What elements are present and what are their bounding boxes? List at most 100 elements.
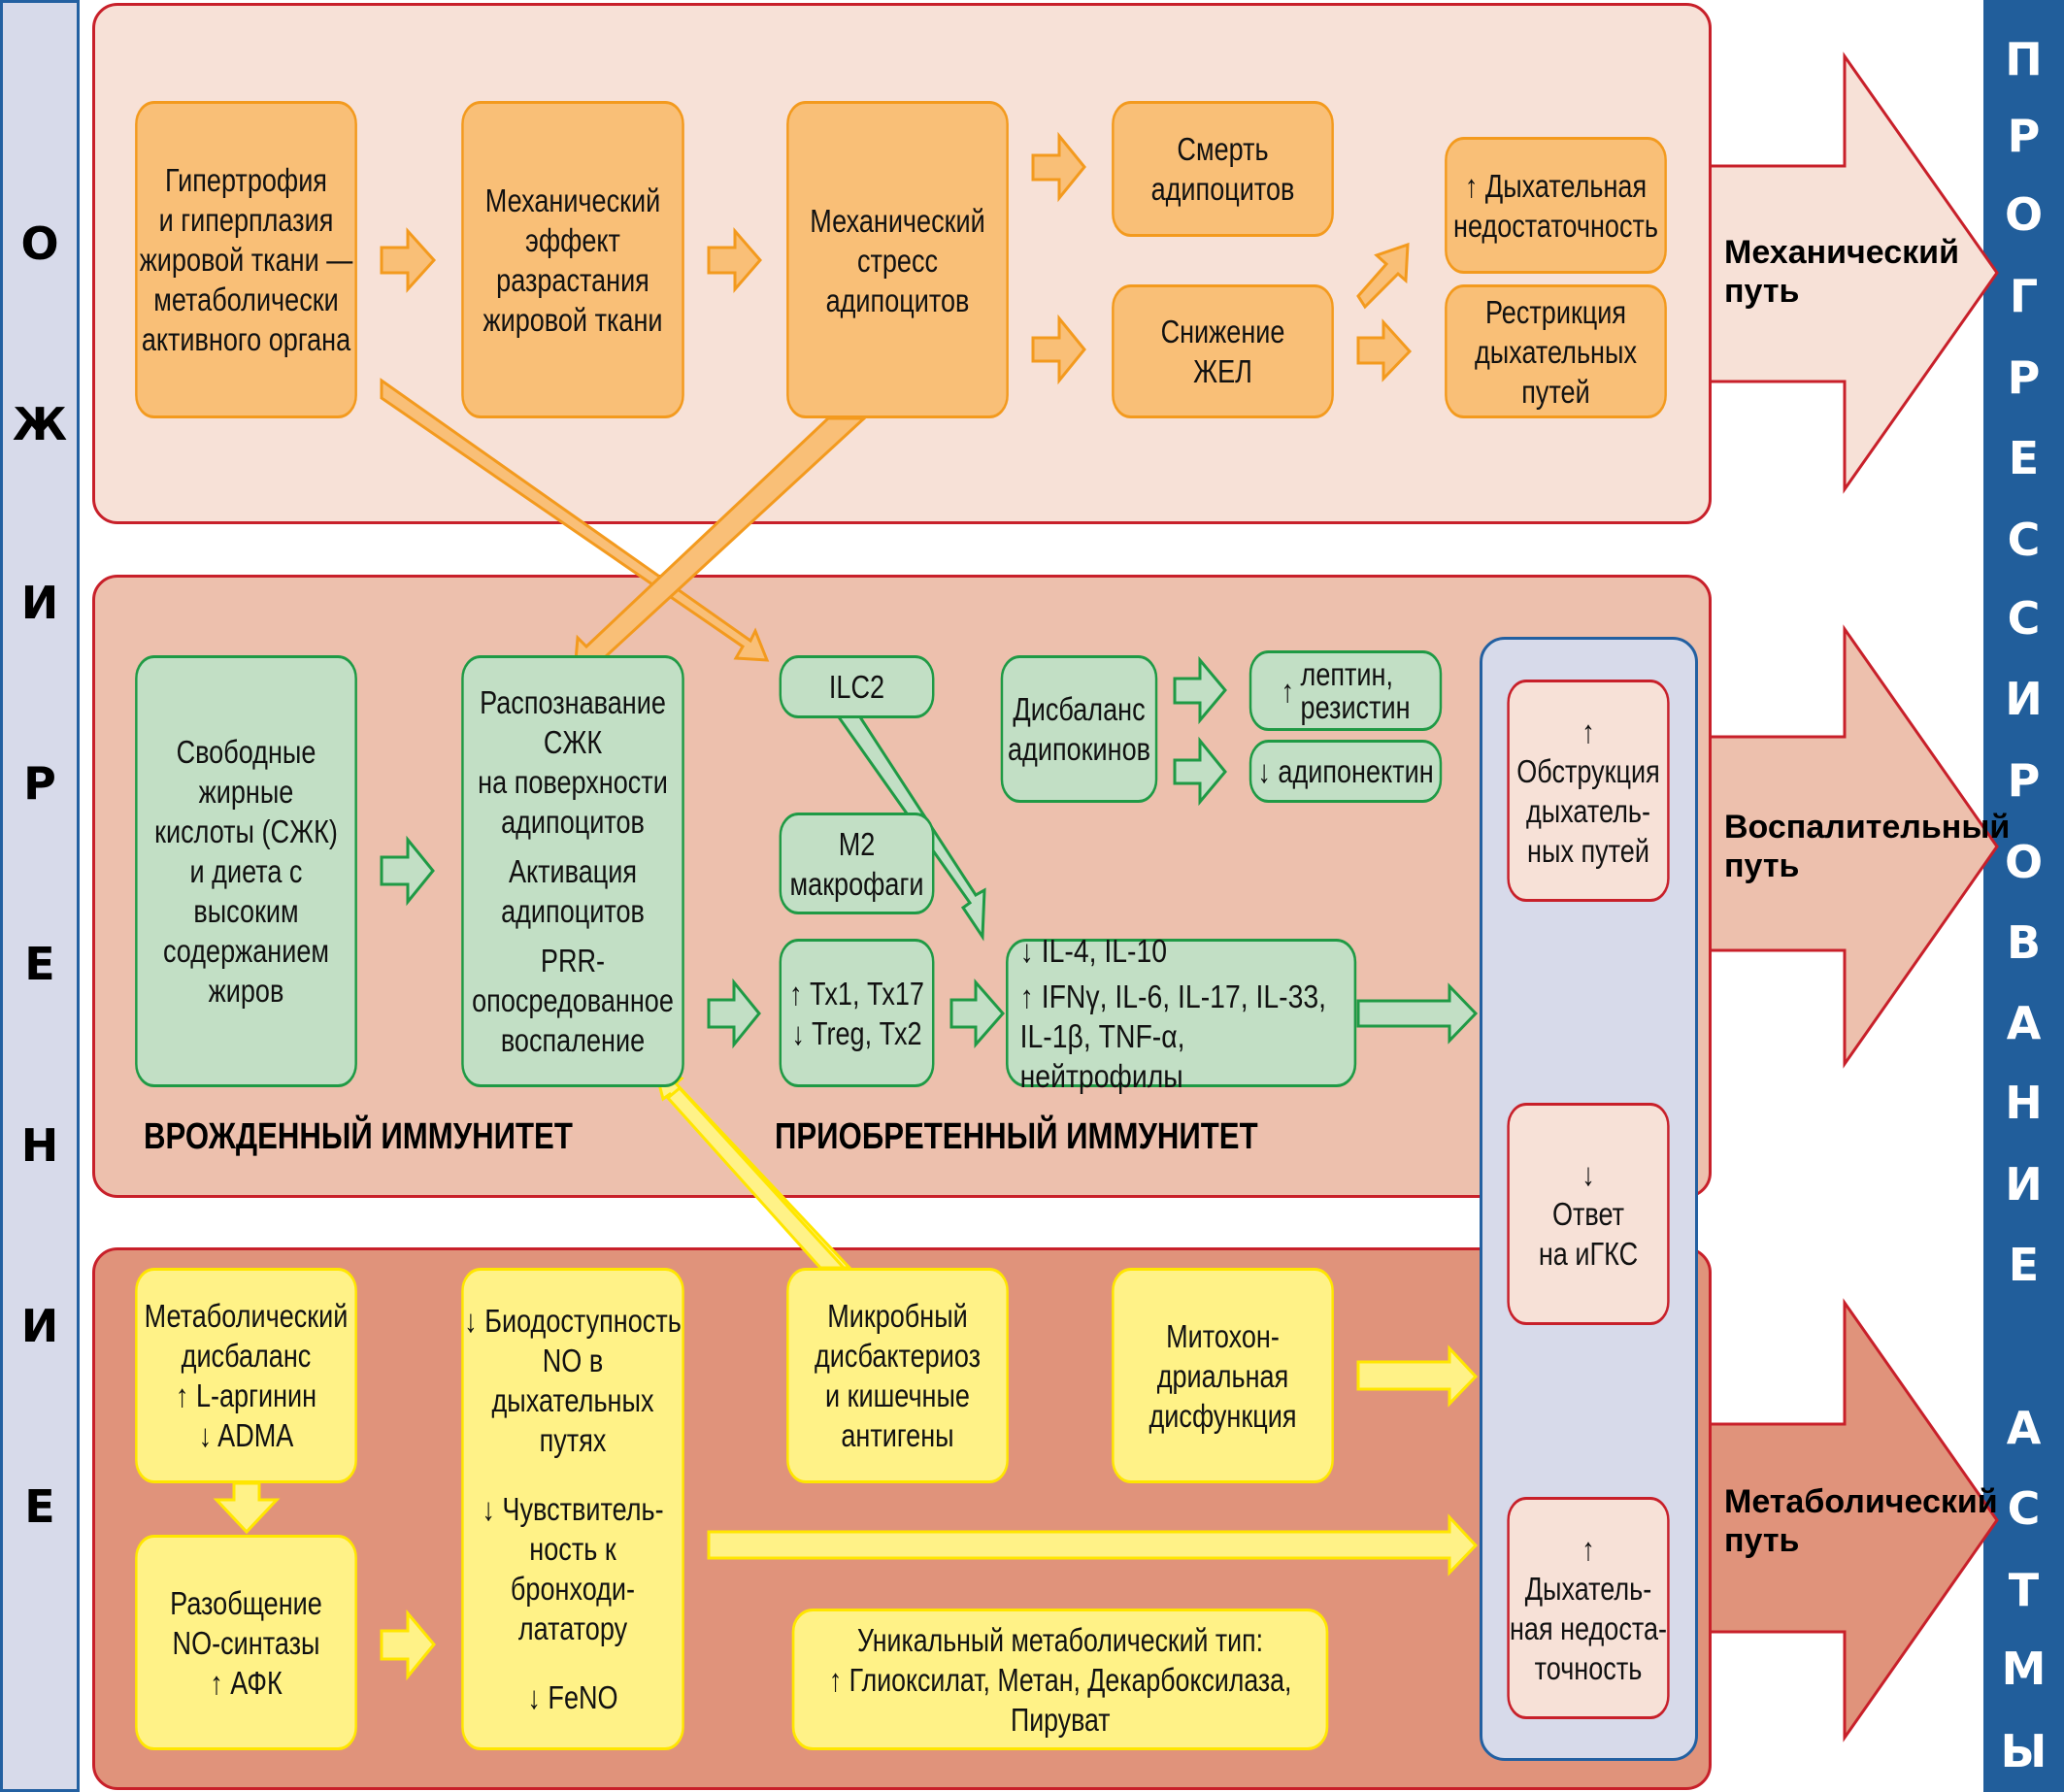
bar-letter: С <box>2007 1482 2041 1535</box>
box-respiratory-insufficiency: ↑ Дыхатель- ная недоста- точность <box>1507 1497 1670 1719</box>
box-text: и кишечные <box>824 1377 970 1413</box>
box-text: NO-синтазы <box>172 1624 320 1661</box>
box-text: Снижение <box>1160 314 1285 349</box>
heading-adaptive-immunity: ПРИОБРЕТЕННЫЙ ИММУНИТЕТ <box>775 1116 1258 1157</box>
box-text: Ответ <box>1551 1196 1625 1232</box>
box-text: Микробный <box>827 1298 968 1334</box>
obesity-sidebar: О Ж И Р Е Н И Е <box>0 0 80 1792</box>
box-text: ↑ АФК <box>210 1664 283 1701</box>
box-text: на поверхности <box>478 764 668 800</box>
box-text: жиров <box>208 973 284 1009</box>
box-text: NO в дыхательных <box>491 1343 654 1418</box>
box-text: адипоцитов <box>1150 171 1295 207</box>
label-line: путь <box>1724 1522 1800 1559</box>
box-adipocyte-death: Смерть адипоцитов <box>1112 101 1334 237</box>
sidebar-letter: И <box>20 577 59 629</box>
box-vc-decrease: Снижение ЖЕЛ <box>1112 284 1334 418</box>
sidebar-letter: Н <box>20 1119 59 1172</box>
box-text: ↑ IFNγ, IL-6, IL-17, IL-33, <box>1019 978 1327 1014</box>
box-text: Дисбаланс <box>1013 691 1146 727</box>
sidebar-letter: О <box>20 217 59 270</box>
bar-letter: А <box>2006 1402 2042 1454</box>
box-text: Обструкция <box>1516 752 1660 789</box>
box-nos-uncoupling: Разобщение NO-синтазы ↑ АФК <box>135 1535 357 1750</box>
box-text: дыхатель- <box>1525 792 1651 829</box>
box-text: ность к бронходи- <box>510 1531 636 1607</box>
label-line: Метаболический <box>1724 1483 1998 1520</box>
box-text: Рестрикция <box>1484 293 1627 330</box>
bar-letter: И <box>2005 673 2043 725</box>
box-text: активного органа <box>141 321 351 357</box>
box-text: стресс <box>856 243 939 279</box>
bar-letter: Р <box>2007 351 2041 404</box>
box-text: ↓ Treg, Тх2 <box>791 1014 922 1051</box>
box-text: ↓ FeNO <box>527 1679 618 1715</box>
box-text: Разобщение <box>170 1584 322 1621</box>
box-text: содержанием <box>162 933 330 969</box>
mechanical-pathway-label: Механический путь <box>1724 233 1959 311</box>
box-text: метаболически <box>153 282 339 317</box>
bar-letter: М <box>2001 1643 2047 1695</box>
box-text: опосредованное <box>472 982 674 1018</box>
box-text: эффект <box>525 221 620 258</box>
box-text: дыхательных <box>1475 333 1637 370</box>
box-text: воспаление <box>500 1022 646 1058</box>
box-text: дриальная <box>1156 1357 1289 1394</box>
box-text: кислоты (СЖК) <box>154 813 338 849</box>
box-text: Гипертрофия <box>165 162 327 198</box>
box-text: и гиперплазия <box>158 202 334 238</box>
box-airway-restriction: Рестрикция дыхательных путей <box>1445 284 1667 418</box>
box-text: лептин, <box>1300 655 1393 692</box>
label-line: путь <box>1724 847 1800 884</box>
box-text: ↑ Глиоксилат, Метан, Декарбоксилаза, <box>828 1661 1292 1698</box>
box-text: Митохон- <box>1166 1317 1280 1354</box>
box-airway-obstruction: ↑ Обструкция дыхатель- ных путей <box>1507 680 1670 902</box>
sidebar-letter: Е <box>24 938 55 990</box>
box-text: адипоцитов <box>501 804 645 840</box>
box-text: Уникальный метаболический тип: <box>857 1621 1263 1658</box>
label-line: путь <box>1724 273 1800 310</box>
box-mechanical-stress: Механический стресс адипоцитов <box>786 101 1009 418</box>
box-mitochondrial-dysfunction: Митохон- дриальная дисфункция <box>1112 1268 1334 1483</box>
box-leptin-resistin: ↑ лептин, резистин <box>1248 650 1443 731</box>
box-ffa-recognition: Распознавание СЖК на поверхности адипоци… <box>461 655 684 1087</box>
heading-innate-immunity: ВРОЖДЕННЫЙ ИММУНИТЕТ <box>144 1116 573 1157</box>
bar-letter: Г <box>2009 270 2039 322</box>
box-text: адипоцитов <box>501 893 645 929</box>
bar-letter: Р <box>2007 754 2041 807</box>
box-text: ↑ L-аргинин <box>175 1377 317 1413</box>
bar-letter: О <box>2004 188 2044 241</box>
box-hypertrophy: Гипертрофия и гиперплазия жировой ткани … <box>135 101 357 418</box>
box-text: адипоцитов <box>825 282 970 318</box>
box-text: M2 <box>838 825 876 862</box>
box-text: ↑ Тх1, Тх17 <box>789 975 924 1012</box>
box-text: адипокинов <box>1008 731 1150 767</box>
box-text: ↑ Дыхательная <box>1464 167 1648 204</box>
bar-letter: Е <box>2008 1239 2040 1291</box>
box-text: жировой ткани — <box>139 242 353 278</box>
box-text: разрастания <box>496 261 649 298</box>
box-adipokine-imbalance: Дисбаланс адипокинов <box>1000 655 1158 803</box>
bar-letter: Т <box>2008 1564 2040 1616</box>
box-text: резистин <box>1300 688 1411 725</box>
box-text: путей <box>1521 373 1590 410</box>
box-text: жировой ткани <box>483 301 663 338</box>
up-arrow-icon: ↑ <box>1281 672 1294 709</box>
box-text: недостаточность <box>1453 207 1658 244</box>
box-text: Метаболический <box>144 1298 349 1334</box>
box-text: Пируват <box>1010 1701 1111 1738</box>
box-text: лататору <box>517 1610 628 1646</box>
box-text: Дыхатель- <box>1524 1570 1652 1607</box>
bar-letter: П <box>2005 33 2043 85</box>
box-text: точность <box>1534 1649 1643 1686</box>
sidebar-letter: Р <box>23 757 56 810</box>
bar-letter: Ы <box>2000 1725 2047 1777</box>
box-cytokines: ↓ IL-4, IL-10 ↑ IFNγ, IL-6, IL-17, IL-33… <box>1006 933 1357 1094</box>
box-free-fatty-acids: Свободные жирные кислоты (СЖК) и диета с… <box>135 655 357 1087</box>
inflammatory-pathway-label: Воспалительный путь <box>1724 808 2010 885</box>
bar-letter: Р <box>2007 110 2041 162</box>
box-text: ↓ адипонектин <box>1257 753 1434 789</box>
sidebar-letter: Е <box>24 1480 55 1533</box>
box-text: ↓ Чувствитель- <box>482 1491 664 1527</box>
